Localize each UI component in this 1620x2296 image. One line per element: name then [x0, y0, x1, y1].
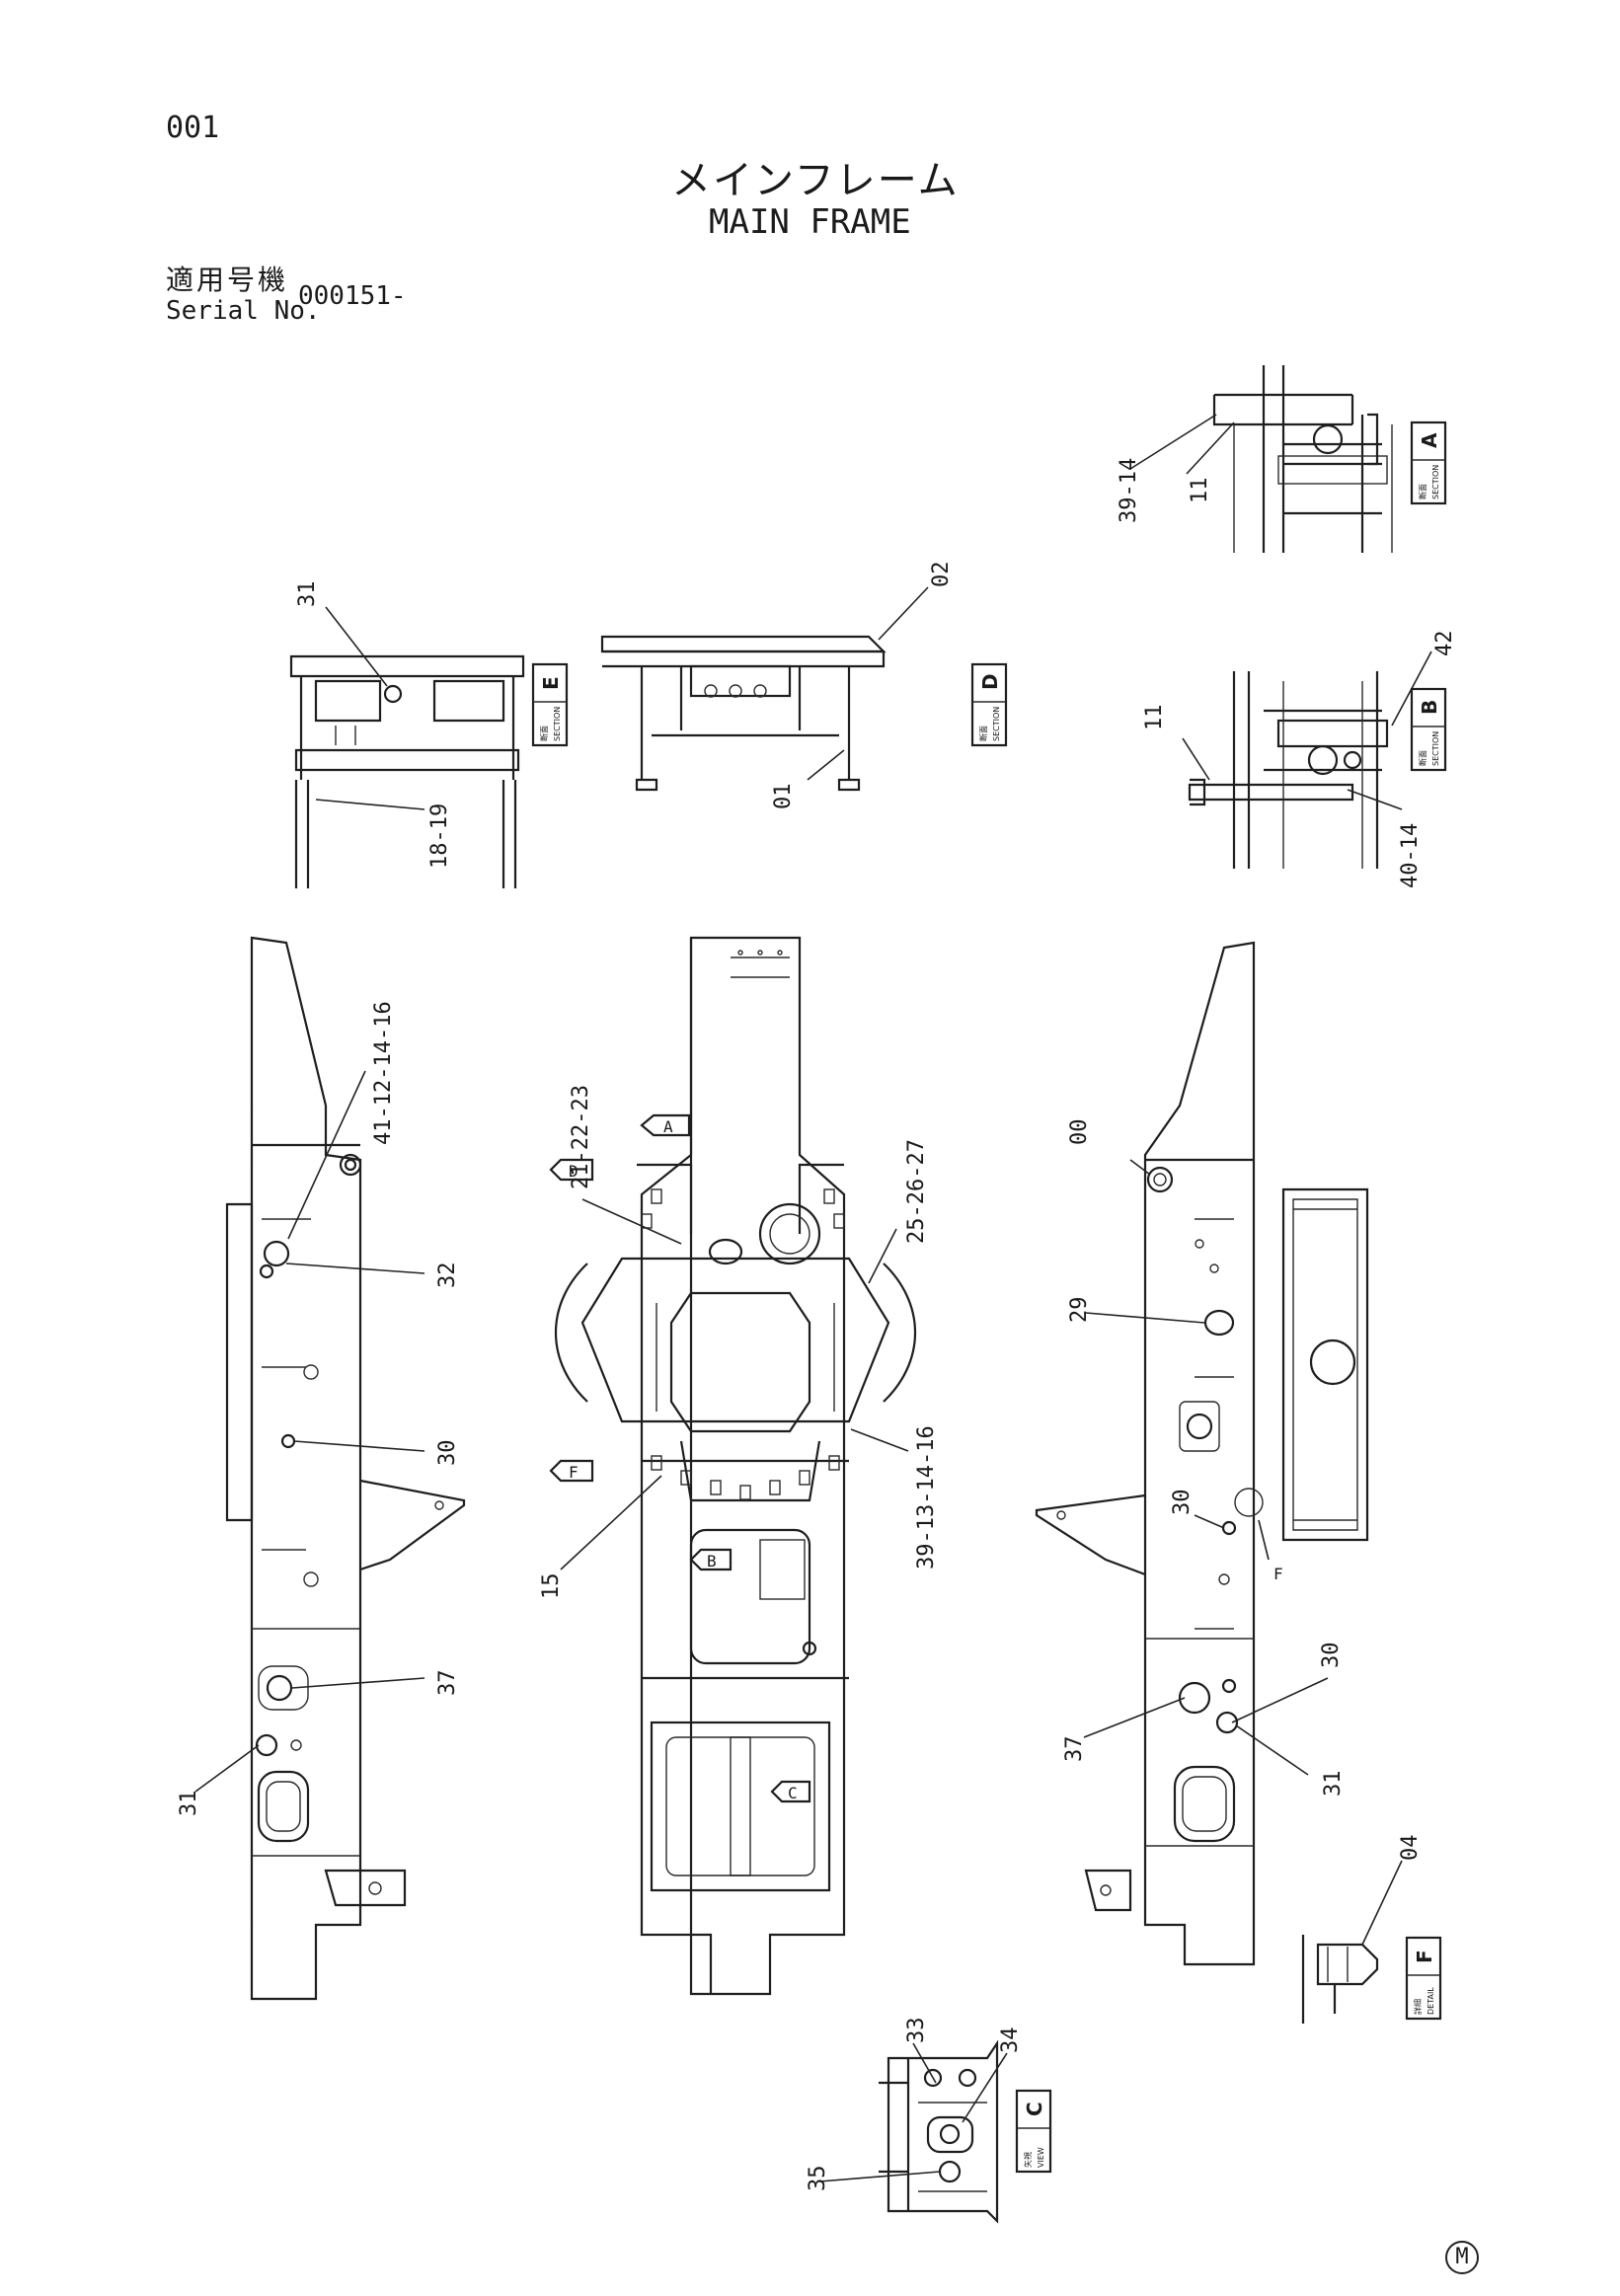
callout-center-21-22-23: 21-22-23 [569, 1085, 593, 1189]
view-c-detail [818, 2039, 1008, 2224]
callout-sec-e-18-19: 18-19 [427, 804, 452, 869]
callout-left-32: 32 [435, 1263, 460, 1289]
callout-view-c-33: 33 [904, 2018, 929, 2044]
view-c-letter: C [1023, 2102, 1046, 2116]
manufacturer-mark: M [1445, 2241, 1479, 2274]
callout-sec-e-31: 31 [295, 581, 320, 608]
section-b-tag: 断面 SECTION B [1410, 687, 1447, 772]
callout-center-39-13-14-16: 39-13-14-16 [914, 1425, 939, 1569]
callout-sec-a-39-14: 39-14 [1117, 458, 1141, 523]
section-b-kanji: 断面 [1418, 750, 1427, 766]
svg-text:D: D [569, 1162, 579, 1181]
callout-detail-04: 04 [1398, 1835, 1423, 1862]
callout-sec-d-01: 01 [771, 784, 796, 810]
callout-sec-a-11: 11 [1188, 478, 1212, 504]
svg-text:C: C [788, 1784, 798, 1802]
section-b-letter: B [1418, 700, 1441, 715]
serial-label-japanese: 適用号機 [166, 264, 289, 296]
callout-left-30: 30 [435, 1440, 460, 1467]
section-e-kanji: 断面 [539, 726, 549, 741]
section-a-detail [1129, 365, 1393, 553]
callout-right-31: 31 [1321, 1771, 1346, 1798]
detail-f-marker: F [1273, 1565, 1283, 1583]
svg-text:B: B [707, 1552, 717, 1570]
serial-label-english: Serial No. [166, 296, 321, 326]
arrow-marker-a: A [640, 1113, 691, 1137]
section-d-tag: 断面 SECTION D [970, 662, 1008, 747]
callout-right-30a: 30 [1170, 1490, 1195, 1516]
callout-right-37: 37 [1062, 1736, 1087, 1763]
section-a-kanji: 断面 [1418, 484, 1427, 499]
center-top-view [554, 936, 917, 1996]
section-a-letter: A [1418, 432, 1441, 448]
detail-f-letter: F [1413, 1950, 1436, 1963]
section-b-type: SECTION [1431, 731, 1440, 766]
callout-right-30b: 30 [1319, 1643, 1344, 1669]
arrow-marker-d: D [549, 1158, 594, 1182]
callout-left-31: 31 [177, 1791, 201, 1817]
section-d-letter: D [978, 673, 1002, 690]
svg-text:A: A [663, 1117, 673, 1136]
callout-left-41-12-14-16: 41-12-14-16 [371, 1001, 396, 1145]
detail-f-part [1301, 1860, 1403, 2024]
callout-right-29: 29 [1067, 1297, 1092, 1324]
view-c-tag: 矢視 VIEW C [1015, 2089, 1052, 2174]
callout-sec-b-42: 42 [1432, 631, 1457, 657]
serial-number-value: 000151- [298, 281, 407, 311]
section-e-letter: E [539, 676, 563, 690]
title-japanese: メインフレーム [671, 158, 960, 203]
detail-f-tag: 詳細 DETAIL F [1405, 1936, 1442, 2021]
right-side-frame [1035, 941, 1369, 1966]
section-e-tag: 断面 SECTION E [531, 662, 569, 747]
section-a-type: SECTION [1431, 465, 1440, 499]
bolt-ring-bottom [651, 1455, 840, 1500]
section-e-type: SECTION [553, 707, 562, 741]
arrow-marker-f: F [549, 1459, 594, 1483]
left-side-frame [194, 936, 466, 2001]
section-d-type: SECTION [992, 707, 1001, 741]
arrow-marker-c: C [770, 1780, 811, 1803]
callout-center-15: 15 [539, 1573, 564, 1600]
view-c-kanji: 矢視 [1023, 2152, 1033, 2168]
section-d-kanji: 断面 [978, 726, 988, 741]
callout-sec-b-40-14: 40-14 [1398, 823, 1423, 888]
callout-view-c-35: 35 [806, 2166, 830, 2192]
callout-left-37: 37 [435, 1670, 460, 1697]
svg-text:F: F [569, 1463, 579, 1482]
arrow-marker-b: B [689, 1548, 733, 1571]
detail-f-kanji: 詳細 [1413, 1999, 1423, 2015]
bolt-ring-top [641, 1188, 845, 1229]
callout-right-00: 00 [1067, 1119, 1092, 1146]
view-c-type: VIEW [1037, 2147, 1045, 2168]
callout-sec-b-11: 11 [1142, 705, 1167, 731]
callout-view-c-34: 34 [998, 2028, 1023, 2054]
section-e-detail [289, 606, 525, 888]
section-a-tag: 断面 SECTION A [1410, 421, 1447, 505]
callout-center-25-26-27: 25-26-27 [904, 1139, 929, 1244]
title-english: MAIN FRAME [709, 202, 911, 242]
callout-sec-d-02: 02 [929, 562, 954, 588]
section-b-detail [1182, 651, 1432, 869]
detail-f-type: DETAIL [1427, 1987, 1435, 2015]
page-number: 001 [166, 111, 220, 145]
section-d-detail [600, 586, 929, 792]
